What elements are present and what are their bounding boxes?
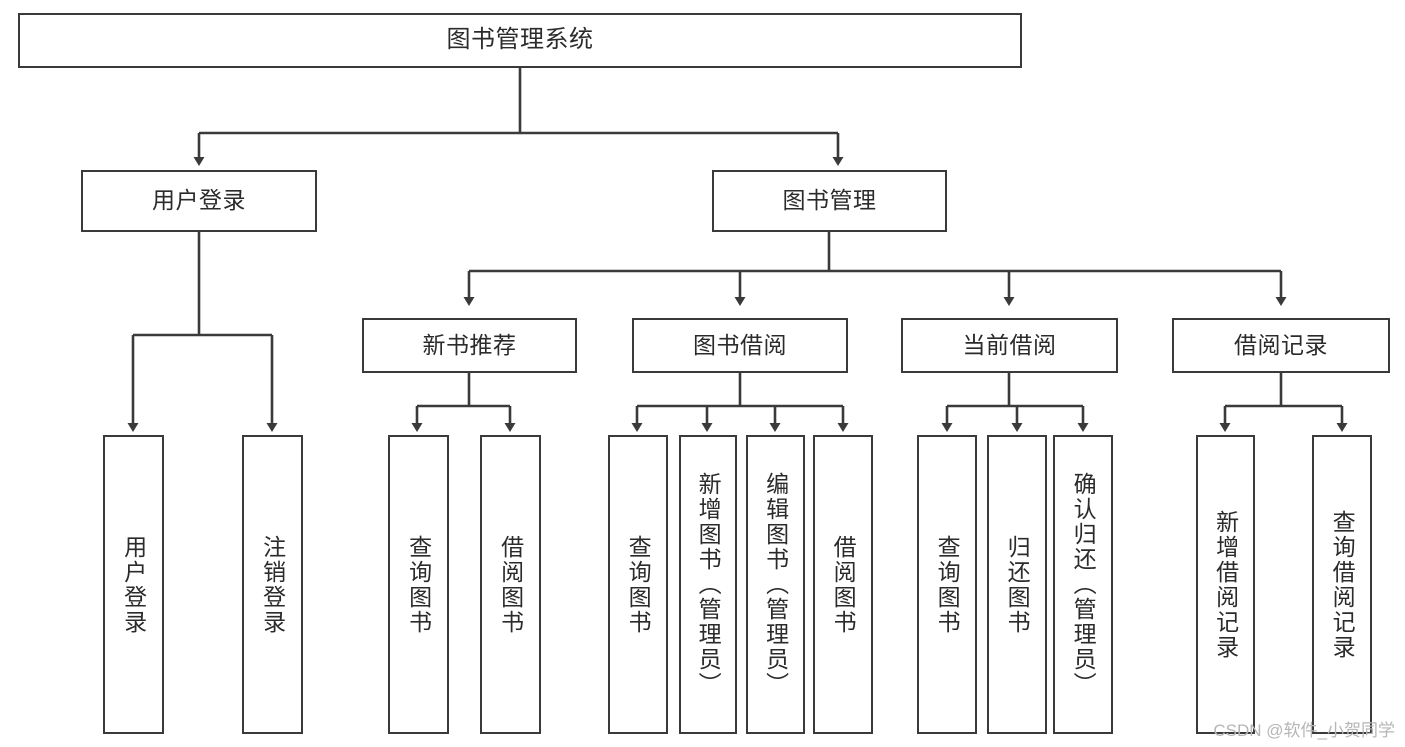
- leaf-confirm-return[interactable]: 确认归还（管理员）: [1053, 435, 1113, 734]
- leaf-query-book-3-label: 查询图书: [934, 534, 961, 635]
- leaf-return-book[interactable]: 归还图书: [987, 435, 1047, 734]
- leaf-logout[interactable]: 注销登录: [242, 435, 303, 734]
- leaf-query-book-2-label: 查询图书: [625, 534, 652, 635]
- node-book-management[interactable]: 图书管理: [712, 170, 947, 232]
- leaf-borrow-book-2-label: 借阅图书: [830, 534, 857, 635]
- leaf-user-login-label: 用户登录: [120, 534, 147, 635]
- leaf-add-borrow-record[interactable]: 新增借阅记录: [1196, 435, 1255, 734]
- leaf-query-borrow-record[interactable]: 查询借阅记录: [1312, 435, 1372, 734]
- leaf-query-book-2[interactable]: 查询图书: [608, 435, 668, 734]
- node-book-borrowing[interactable]: 图书借阅: [632, 318, 848, 373]
- node-root[interactable]: 图书管理系统: [18, 13, 1022, 68]
- leaf-return-book-label: 归还图书: [1004, 534, 1031, 635]
- leaf-add-book-label: 新增图书（管理员）: [695, 472, 722, 697]
- node-new-book-recommendation[interactable]: 新书推荐: [362, 318, 577, 373]
- leaf-add-borrow-record-label: 新增借阅记录: [1212, 509, 1239, 660]
- node-user-login[interactable]: 用户登录: [81, 170, 317, 232]
- leaf-confirm-return-label: 确认归还（管理员）: [1070, 472, 1097, 697]
- node-borrowing-record-label: 借阅记录: [1234, 331, 1328, 358]
- leaf-logout-label: 注销登录: [259, 534, 286, 635]
- leaf-edit-book[interactable]: 编辑图书（管理员）: [746, 435, 805, 734]
- node-book-management-label: 图书管理: [782, 187, 877, 214]
- leaf-borrow-book-1-label: 借阅图书: [497, 534, 524, 635]
- leaf-user-login[interactable]: 用户登录: [103, 435, 164, 734]
- leaf-borrow-book-2[interactable]: 借阅图书: [813, 435, 873, 734]
- node-borrowing-record[interactable]: 借阅记录: [1172, 318, 1390, 373]
- node-book-borrowing-label: 图书借阅: [693, 331, 787, 358]
- leaf-add-book[interactable]: 新增图书（管理员）: [679, 435, 737, 734]
- leaf-edit-book-label: 编辑图书（管理员）: [762, 472, 789, 697]
- leaf-query-book-1-label: 查询图书: [405, 534, 432, 635]
- node-current-borrowing-label: 当前借阅: [962, 331, 1057, 358]
- node-root-label: 图书管理系统: [446, 26, 594, 54]
- node-new-book-recommendation-label: 新书推荐: [422, 331, 517, 358]
- leaf-query-borrow-record-label: 查询借阅记录: [1329, 509, 1356, 660]
- node-user-login-label: 用户登录: [152, 187, 246, 214]
- leaf-borrow-book-1[interactable]: 借阅图书: [480, 435, 541, 734]
- leaf-query-book-1[interactable]: 查询图书: [388, 435, 449, 734]
- leaf-query-book-3[interactable]: 查询图书: [917, 435, 977, 734]
- watermark: CSDN @软件_小贺同学: [1213, 721, 1395, 740]
- node-current-borrowing[interactable]: 当前借阅: [901, 318, 1118, 373]
